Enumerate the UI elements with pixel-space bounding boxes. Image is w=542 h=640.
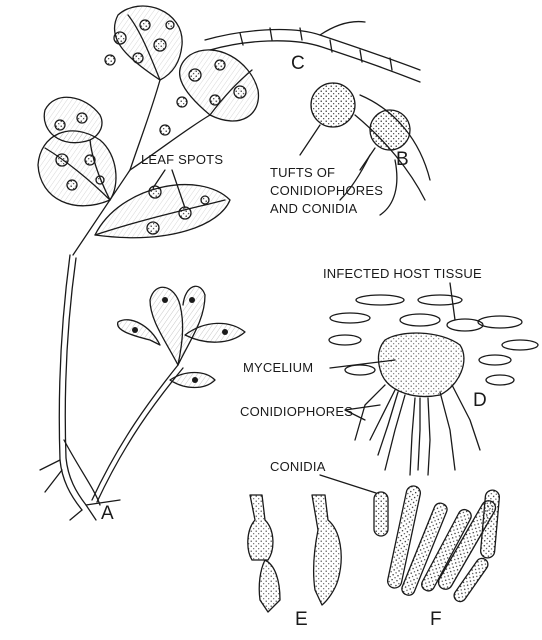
part-label-f: F [430,609,442,630]
leaf-spotted [94,183,231,239]
leaf-right [159,49,260,136]
label-tufts-line3: AND CONIDIA [270,201,358,216]
part-label-d: D [473,390,487,411]
host-surface-c [204,20,421,83]
label-tufts-line2: CONIDIOPHORES [270,183,384,198]
label-infected-host-tissue: INFECTED HOST TISSUE [323,266,482,281]
leaf-left [37,96,117,207]
leaf-small-group [117,285,246,389]
part-label-a: A [101,503,114,524]
plant-a [37,5,260,521]
pointer-lines [319,282,456,494]
label-leaf-spots: LEAF SPOTS [141,152,224,167]
tissue-d [328,294,539,476]
label-conidiophores: CONIDIOPHORES [240,404,354,419]
leaf-top [104,5,183,81]
label-conidia: CONIDIA [270,459,326,474]
tufts-b [299,82,431,216]
label-mycelium: MYCELIUM [243,360,314,375]
part-label-e: E [295,609,308,630]
conidia-f [373,485,501,603]
label-tufts-line1: TUFTS OF [270,165,336,180]
part-label-b: B [396,149,409,170]
part-label-c: C [291,53,305,74]
conidiophores-e [247,494,342,613]
